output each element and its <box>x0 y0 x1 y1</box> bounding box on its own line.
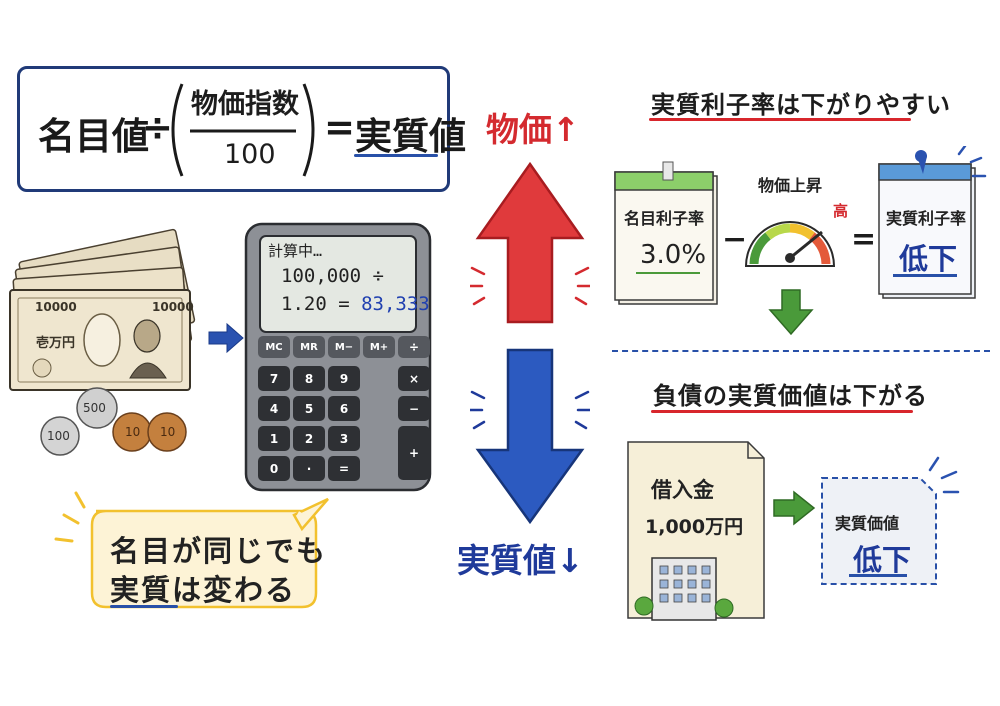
real-rate-underline <box>893 274 957 277</box>
coin-10-b: 10 <box>160 425 176 439</box>
calculator-key[interactable]: M− <box>328 336 360 358</box>
bubble-line-1: 名目が同じでも <box>110 534 328 568</box>
bubble-real-underline <box>110 605 178 608</box>
real-value-label: 実質価値 <box>835 514 900 533</box>
price-up-label: 物価↑ <box>486 110 580 149</box>
nominal-rate-value: 3.0% <box>640 240 707 270</box>
gauge-label: 物価上昇 <box>758 176 823 195</box>
center-arrows <box>470 161 590 525</box>
coin-10-a: 10 <box>125 425 141 439</box>
green-down-arrow-icon <box>768 289 814 336</box>
calculator-result: 83,333 <box>361 293 430 315</box>
formula-real-underline <box>354 154 438 157</box>
calculator-key[interactable]: × <box>398 366 430 391</box>
real-down-label: 実質値↓ <box>457 541 584 580</box>
bubble-line-2: 実質は変わる <box>110 567 296 609</box>
formula-equals: = <box>324 106 356 149</box>
calculator-key[interactable]: 4 <box>258 396 290 421</box>
nominal-rate-underline <box>636 272 700 274</box>
real-rate-label: 実質利子率 <box>886 209 967 228</box>
calculator-key[interactable]: 1 <box>258 426 290 451</box>
calculator-key[interactable]: = <box>328 456 360 481</box>
nominal-rate-card <box>614 161 718 305</box>
calculator-key[interactable]: MC <box>258 336 290 358</box>
interest-minus: − <box>722 222 748 257</box>
bill-number: 10000 <box>35 300 77 314</box>
calculator-key[interactable]: + <box>398 426 430 480</box>
real-rate-value: 低下 <box>899 242 958 276</box>
bubble-rest: は変わる <box>172 573 297 607</box>
formula-fraction-brackets <box>171 83 315 177</box>
calculator-line-1: 計算中… <box>268 242 323 260</box>
inflation-gauge-icon <box>744 221 836 267</box>
green-right-arrow-icon <box>773 490 816 526</box>
bubble-real: 実質 <box>110 573 173 607</box>
calculator-key[interactable]: M+ <box>363 336 395 358</box>
calculator-key[interactable]: 0 <box>258 456 290 481</box>
real-value-document <box>821 456 960 585</box>
calculator-key[interactable]: · <box>293 456 325 481</box>
calculator-key[interactable]: MR <box>293 336 325 358</box>
interest-heading-underline <box>649 118 911 121</box>
calculator-key[interactable]: ÷ <box>398 336 430 358</box>
gauge-high: 高 <box>833 202 849 220</box>
formula-box <box>17 66 450 192</box>
calculator-key[interactable]: 3 <box>328 426 360 451</box>
bill-label: 壱万円 <box>36 336 76 351</box>
real-value-value: 低下 <box>853 543 912 577</box>
calculator-key[interactable]: 6 <box>328 396 360 421</box>
calculator-key[interactable]: 5 <box>293 396 325 421</box>
real-value-underline <box>849 574 907 577</box>
coin-500: 500 <box>83 401 106 415</box>
calculator-key[interactable]: 7 <box>258 366 290 391</box>
money-illustration <box>9 228 196 456</box>
bill-number-right: 10000 <box>152 300 194 314</box>
loan-label: 借入金 <box>651 478 714 502</box>
money-to-calculator-arrow-icon <box>208 322 244 354</box>
debt-heading: 負債の実質価値は下がる <box>653 382 928 410</box>
debt-heading-underline <box>651 410 913 413</box>
loan-document <box>627 441 765 621</box>
interest-equals: = <box>851 222 877 257</box>
nominal-rate-label: 名目利子率 <box>624 209 705 228</box>
calculator-key[interactable]: − <box>398 396 430 421</box>
loan-value: 1,000万円 <box>645 516 744 538</box>
formula-divide: ÷ <box>142 106 174 149</box>
calculator-key[interactable]: 8 <box>293 366 325 391</box>
formula-nominal: 名目値 <box>38 115 149 158</box>
section-divider <box>612 350 990 352</box>
calculator-line-3: 1.20 = 83,333 <box>281 293 430 315</box>
formula-hundred: 100 <box>224 139 276 170</box>
calculator-line-3-prefix: 1.20 = <box>281 293 362 315</box>
calculator-line-2: 100,000 ÷ <box>281 265 384 287</box>
formula-price-index: 物価指数 <box>191 89 299 120</box>
calculator-key[interactable]: 9 <box>328 366 360 391</box>
formula-real: 実質値 <box>355 115 466 158</box>
coin-100: 100 <box>47 429 70 443</box>
speech-bubble <box>54 491 329 609</box>
calculator-key[interactable]: 2 <box>293 426 325 451</box>
interest-heading: 実質利子率は下がりやすい <box>651 91 951 119</box>
